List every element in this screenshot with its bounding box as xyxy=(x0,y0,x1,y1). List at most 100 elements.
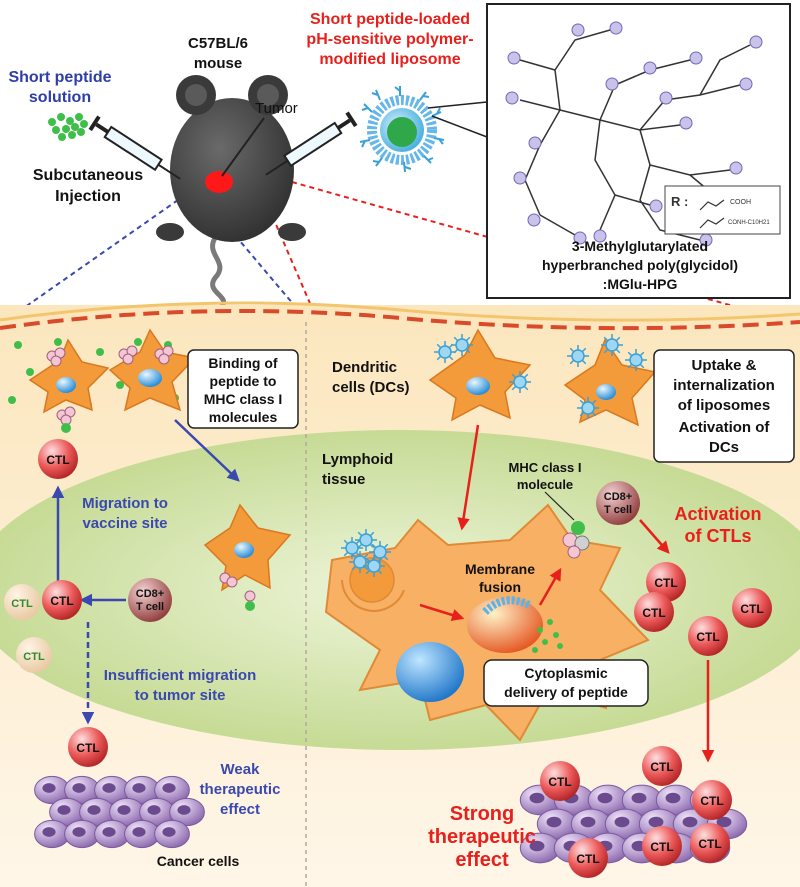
weak-effect-line-2: therapeutic xyxy=(200,781,281,798)
cancer-cell-cluster-left xyxy=(34,775,205,849)
cancer-cell xyxy=(94,819,130,849)
liposome-particle xyxy=(349,551,371,573)
svg-text:CTL: CTL xyxy=(576,852,599,866)
svg-text:CD8+: CD8+ xyxy=(136,588,164,600)
cancer-cell xyxy=(154,819,190,849)
mhc-complex xyxy=(562,521,590,559)
svg-text:CTL: CTL xyxy=(76,741,99,755)
r-group-formula-2: CONH-C10H21 xyxy=(728,220,770,226)
svg-text:CTL: CTL xyxy=(548,775,571,789)
lymphoid-label-line-1: Lymphoid xyxy=(322,451,393,468)
mhc-molecules xyxy=(46,345,174,426)
binding-callout-box xyxy=(187,349,299,429)
cancer-cell xyxy=(34,775,70,805)
binding-line-3: MHC class I xyxy=(204,391,283,407)
polymer-caption-line-2: hyperbranched poly(glycidol) xyxy=(542,257,738,273)
svg-text:CTL: CTL xyxy=(11,598,33,610)
ctl-cell: CTL xyxy=(634,592,674,632)
uptake-line-5: DCs xyxy=(709,439,739,456)
polymer-caption-line-3: :MGlu-HPG xyxy=(603,276,678,292)
svg-text:CTL: CTL xyxy=(642,606,665,620)
solution-label-line-1: Short peptide xyxy=(8,69,111,86)
insufficient-line-2: to tumor site xyxy=(135,687,226,704)
syringe-right xyxy=(265,111,358,176)
binding-line-4: molecules xyxy=(209,409,278,425)
cancer-cells-label: Cancer cells xyxy=(157,853,240,869)
weak-effect-line-3: effect xyxy=(220,801,260,818)
liposome-illustration xyxy=(359,86,488,173)
uptake-line-2: internalization xyxy=(673,377,775,394)
lymphoid-label-line-2: tissue xyxy=(322,471,365,488)
mouse-strain-line-2: mouse xyxy=(194,55,242,72)
svg-text:T cell: T cell xyxy=(136,601,164,613)
syringe-left xyxy=(88,115,181,180)
liposome-particle xyxy=(509,371,531,393)
mouse-illustration xyxy=(156,75,306,309)
liposome-particle xyxy=(369,541,391,563)
fusion-arrow xyxy=(538,567,562,606)
dc-to-lymph-arrow xyxy=(457,424,480,531)
svg-text:CTL: CTL xyxy=(23,651,45,663)
cancer-cell xyxy=(621,784,663,816)
injection-label-line-1: Subcutaneous xyxy=(33,167,143,184)
r-group-markers xyxy=(505,21,773,247)
cancer-cell xyxy=(124,819,160,849)
ctl-cell: CTL xyxy=(68,727,108,767)
binding-line-1: Binding of xyxy=(208,355,278,371)
svg-text:CTL: CTL xyxy=(46,453,69,467)
cancer-cell xyxy=(79,797,115,827)
liposome-particle xyxy=(601,334,623,356)
svg-text:CD8+: CD8+ xyxy=(604,491,632,503)
liposome-particles xyxy=(434,334,647,419)
binding-line-2: peptide to xyxy=(210,373,277,389)
insufficient-line-1: Insufficient migration xyxy=(104,667,257,684)
activated-ctl-group: CTL CTL CTL CTL xyxy=(634,562,772,656)
ctl-cell: CTL xyxy=(642,746,682,786)
strong-effect-line-1: Strong xyxy=(450,803,514,825)
cd8-t-cell: CD8+ T cell xyxy=(596,481,640,525)
cancer-cell xyxy=(94,775,130,805)
ctl-cell: CTL xyxy=(38,439,78,479)
weak-effect-line-1: Weak xyxy=(221,761,261,778)
dendritic-cell xyxy=(28,338,110,414)
svg-text:CTL: CTL xyxy=(650,760,673,774)
cytoplasmic-line-2: delivery of peptide xyxy=(504,684,628,700)
dendritic-cell xyxy=(203,503,292,611)
strong-effect-line-3: effect xyxy=(455,849,509,871)
dc-migration-arrow xyxy=(174,419,240,482)
endocytosis-arrow xyxy=(419,603,465,622)
membrane-fusion-line-2: fusion xyxy=(479,579,521,595)
mhc-label-line-1: MHC class I xyxy=(509,460,582,475)
ctl-activation-arrow xyxy=(639,519,670,554)
uptake-line-3: of liposomes xyxy=(678,397,771,414)
ctl-cell: CTL xyxy=(692,780,732,820)
liposome-particle xyxy=(625,349,647,371)
svg-text:CTL: CTL xyxy=(696,630,719,644)
polymer-caption-line-1: 3-Methylglutarylated xyxy=(572,238,708,254)
tumor-label: Tumor xyxy=(255,100,298,117)
svg-text:CTL: CTL xyxy=(698,837,721,851)
ctl-cell: CTL xyxy=(42,580,82,620)
skin-surface-line xyxy=(0,308,800,331)
liposome-particle xyxy=(434,341,456,363)
cancer-cell xyxy=(604,808,646,840)
hyperbranched-polymer-drawing xyxy=(519,29,761,241)
injection-label-line-2: Injection xyxy=(55,188,121,205)
cancer-cell xyxy=(124,775,160,805)
ctl-cell-faded: CTL xyxy=(16,637,52,673)
r-group-formula-1: COOH xyxy=(730,199,751,206)
migration-line-1: Migration to xyxy=(82,495,168,512)
uptake-callout-box xyxy=(653,349,795,463)
liposome-particle xyxy=(355,529,377,551)
migration-line-2: vaccine site xyxy=(82,515,167,532)
dendritic-cell xyxy=(108,328,197,412)
liposome-particle xyxy=(451,334,473,356)
r-group-label: R : xyxy=(671,194,688,209)
activation-line-2: of CTLs xyxy=(685,526,752,546)
ctl-cell: CTL xyxy=(646,562,686,602)
solution-label-line-2: solution xyxy=(29,89,91,106)
ctl-cell: CTL xyxy=(732,588,772,628)
